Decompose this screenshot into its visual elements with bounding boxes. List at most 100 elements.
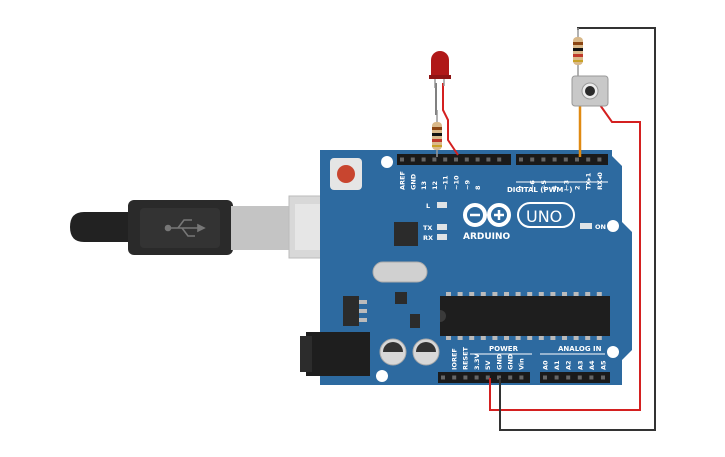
power-pin-label: GND — [495, 353, 503, 370]
pin-hole[interactable] — [508, 375, 513, 380]
pin-hole[interactable] — [452, 375, 457, 380]
pin-hole[interactable] — [575, 157, 579, 162]
pin-hole[interactable] — [566, 375, 571, 380]
pin-hole[interactable] — [486, 157, 491, 162]
wire-red-led[interactable] — [442, 83, 459, 156]
digital-pin-label: RX◂0 — [596, 172, 604, 190]
usb-plug-metal — [231, 206, 289, 250]
chip-pin — [492, 292, 498, 296]
digital-pin-label: AREF — [399, 171, 407, 190]
digital-pin-label: ~6 — [529, 180, 537, 190]
pin-hole[interactable] — [497, 157, 502, 162]
chip-pin — [504, 292, 509, 296]
mount-hole — [607, 220, 619, 232]
analog-header-label: ANALOG IN — [558, 345, 602, 353]
led-on-label: ON — [595, 223, 606, 231]
pin-hole[interactable] — [601, 375, 605, 380]
pin-hole[interactable] — [443, 157, 448, 162]
pin-hole[interactable] — [597, 157, 602, 162]
pin-hole[interactable] — [410, 157, 415, 162]
small-chip — [410, 314, 420, 328]
digital-pin-label: ~11 — [442, 175, 450, 190]
chip-pin — [527, 292, 533, 296]
digital-pin-label: ~9 — [463, 180, 471, 190]
chip-pin — [562, 336, 567, 340]
power-pin-label: 3.3V — [473, 353, 481, 370]
power-header[interactable] — [438, 372, 530, 383]
pin-hole[interactable] — [454, 157, 458, 162]
digital-header-right[interactable] — [516, 154, 608, 165]
analog-pin-label: A1 — [553, 360, 561, 370]
pin-hole[interactable] — [464, 157, 469, 162]
crystal-oscillator — [372, 261, 428, 283]
mount-hole — [607, 346, 619, 358]
chip-pin — [492, 336, 498, 340]
pin-hole[interactable] — [474, 375, 479, 380]
pin-hole[interactable] — [485, 375, 490, 380]
red-led[interactable] — [429, 51, 451, 88]
wire-red-5v[interactable] — [489, 104, 641, 411]
pin-hole[interactable] — [463, 375, 468, 380]
analog-header[interactable] — [540, 372, 610, 383]
digital-pin-label: 2 — [574, 185, 582, 190]
led-l-label: L — [426, 202, 430, 210]
capacitor — [412, 338, 440, 366]
pin-hole[interactable] — [563, 157, 568, 162]
analog-pin-label: A3 — [576, 360, 584, 370]
chip-pin — [480, 336, 486, 340]
chip-pin — [446, 292, 451, 296]
digital-pin-label: ~3 — [562, 180, 570, 190]
pin-hole[interactable] — [441, 375, 445, 380]
pin-hole[interactable] — [421, 157, 426, 162]
pin-hole[interactable] — [554, 375, 559, 380]
resistor-button[interactable] — [573, 28, 583, 80]
voltage-regulator — [343, 296, 367, 326]
analog-pin-label: A5 — [600, 360, 608, 370]
power-pin-label: RESET — [462, 346, 470, 370]
chip-pin — [573, 292, 579, 296]
digital-pin-label: 13 — [420, 181, 428, 190]
digital-pin-label: 7 — [518, 185, 526, 190]
chip-pin — [446, 336, 451, 340]
usb-cable-strain-relief — [70, 212, 130, 242]
pin-hole[interactable] — [586, 157, 591, 162]
arduino-logo-icon — [463, 203, 511, 227]
power-pin-label: 5V — [484, 360, 492, 370]
pin-hole[interactable] — [552, 157, 557, 162]
digital-header-label: DIGITAL (PWM~) — [507, 186, 572, 194]
pin-hole[interactable] — [519, 157, 523, 162]
capacitor — [379, 338, 407, 366]
chip-pin — [550, 292, 556, 296]
reset-button[interactable] — [330, 158, 362, 190]
chip-pin — [550, 336, 556, 340]
chip-pin — [515, 292, 521, 296]
pin-hole[interactable] — [577, 375, 582, 380]
resistor-led[interactable] — [432, 110, 442, 157]
pin-hole[interactable] — [519, 375, 524, 380]
analog-pin-label: A4 — [588, 360, 596, 370]
chip-pin — [596, 292, 602, 296]
chip-pin — [562, 292, 567, 296]
small-chip — [395, 292, 407, 304]
pin-hole[interactable] — [543, 375, 547, 380]
pin-hole[interactable] — [497, 375, 501, 380]
pin-hole[interactable] — [530, 157, 535, 162]
pin-hole[interactable] — [589, 375, 594, 380]
led-tx — [437, 224, 447, 230]
brand-label: ARDUINO — [463, 232, 511, 242]
chip-pin — [585, 292, 591, 296]
pin-hole[interactable] — [541, 157, 546, 162]
led-l — [437, 202, 447, 208]
power-pin-label: Vin — [518, 358, 526, 370]
digital-pin-label: 8 — [474, 185, 482, 190]
pin-hole[interactable] — [400, 157, 404, 162]
pin-hole[interactable] — [475, 157, 480, 162]
chip-pin — [596, 336, 602, 340]
pushbutton[interactable] — [571, 75, 609, 107]
mount-hole — [381, 156, 393, 168]
dc-power-jack[interactable] — [300, 332, 370, 376]
pin-hole[interactable] — [432, 157, 437, 162]
